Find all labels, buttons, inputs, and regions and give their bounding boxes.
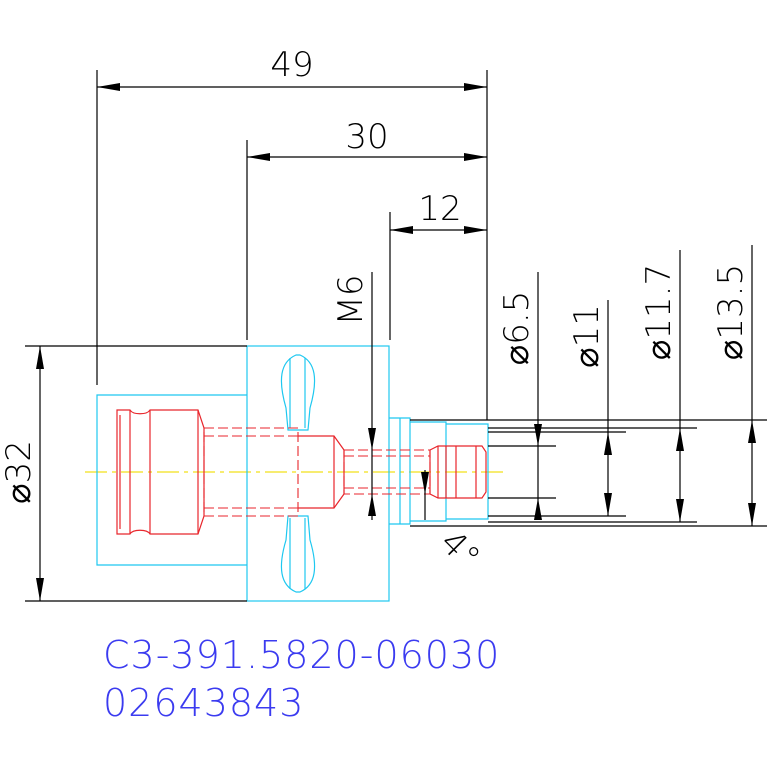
dim-dia-11-7-label: ⌀11.7 <box>639 264 679 360</box>
taper-angle-label: 4° <box>432 522 488 578</box>
dim-30-label: 30 <box>345 117 388 157</box>
dim-dia-32-label: ⌀32 <box>0 440 39 504</box>
dim-dia-13-5-label: ⌀13.5 <box>711 264 751 360</box>
dimension-lines <box>25 70 767 602</box>
item-number: 02643843 <box>103 681 304 725</box>
dim-49-label: 49 <box>270 45 313 85</box>
dim-dia-11-label: ⌀11 <box>567 304 607 368</box>
dim-dia-6-5-label: ⌀6.5 <box>497 291 537 366</box>
dim-12-label: 12 <box>418 189 461 229</box>
dim-m6-label: M6 <box>331 275 371 326</box>
part-number: C3-391.5820-06030 <box>103 633 500 677</box>
part-outline <box>96 345 489 602</box>
hidden-detail <box>116 409 487 535</box>
